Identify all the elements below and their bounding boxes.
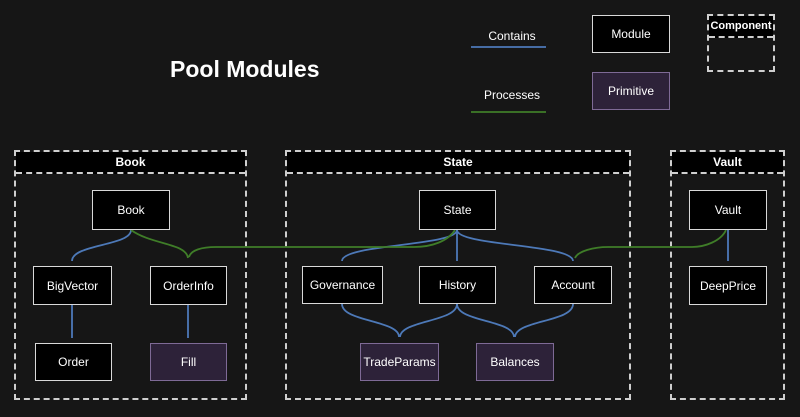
legend-module-label: Module [611, 27, 651, 41]
node-fill: Fill [150, 343, 227, 381]
legend-primitive-box: Primitive [592, 72, 670, 110]
node-balances: Balances [476, 343, 554, 381]
container-book-title: Book [16, 152, 245, 174]
node-bigvector-label: BigVector [46, 278, 99, 293]
node-orderinfo: OrderInfo [150, 266, 227, 305]
legend-primitive-label: Primitive [607, 84, 654, 98]
node-account: Account [534, 266, 612, 304]
node-order-label: Order [58, 355, 89, 369]
node-fill-label: Fill [180, 355, 197, 369]
node-state: State [419, 190, 496, 230]
node-book: Book [92, 190, 170, 230]
node-orderinfo-label: OrderInfo [163, 278, 214, 293]
node-governance: Governance [302, 266, 383, 304]
container-vault-title: Vault [672, 152, 783, 174]
node-tradeparams-label: TradeParams [363, 355, 436, 369]
node-history: History [419, 266, 496, 304]
legend-contains-label: Contains [488, 29, 536, 43]
node-book-label: Book [117, 203, 145, 217]
container-vault: Vault [670, 150, 785, 400]
node-history-label: History [438, 278, 477, 292]
node-bigvector: BigVector [33, 266, 112, 305]
node-governance-label: Governance [309, 278, 376, 292]
node-account-label: Account [551, 278, 595, 292]
legend-component-label: Component [709, 16, 773, 38]
node-deepprice: DeepPrice [689, 266, 767, 305]
node-state-label: State [443, 203, 472, 217]
legend-processes-label: Processes [483, 88, 541, 102]
container-book: Book [14, 150, 247, 400]
node-tradeparams: TradeParams [360, 343, 439, 381]
node-balances-label: Balances [490, 355, 540, 369]
container-state-title: State [287, 152, 629, 174]
node-order: Order [35, 343, 112, 381]
node-deepprice-label: DeepPrice [699, 278, 757, 293]
node-vault: Vault [689, 190, 767, 230]
page-title: Pool Modules [170, 56, 320, 82]
container-state: State [285, 150, 631, 400]
node-vault-label: Vault [714, 203, 742, 217]
legend-component-box: Component [707, 14, 775, 72]
legend-module-box: Module [592, 15, 670, 53]
